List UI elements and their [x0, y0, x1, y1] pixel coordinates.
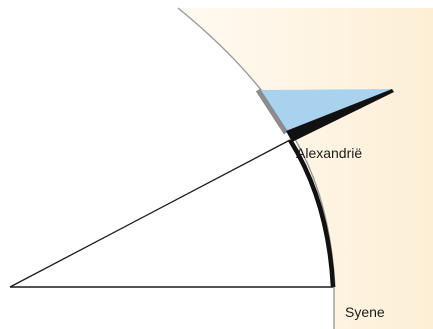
arc-alexandria-syene: [288, 138, 336, 288]
sky-region: [178, 8, 433, 329]
gnomon-shadow: [255, 88, 289, 135]
syene-label: Syene: [345, 304, 385, 320]
alexandria-label: Alexandrië: [296, 145, 362, 161]
radius-to-alexandria: [9, 139, 291, 288]
sunray-alexandria: [286, 89, 394, 142]
sunray-angle-wedge: [258, 89, 392, 137]
